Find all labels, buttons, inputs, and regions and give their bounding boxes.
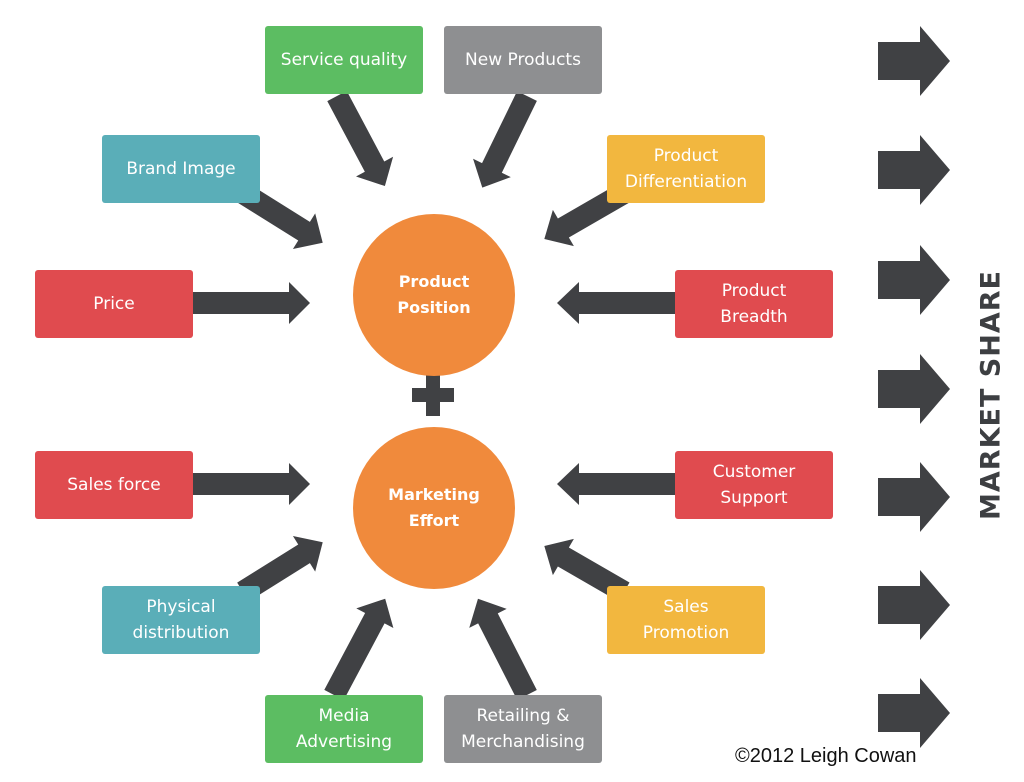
arrow-product-breadth [557,282,675,324]
brand-image-box: Brand Image [102,135,260,203]
marketing-effort-circle: Marketing Effort [353,427,515,589]
product-position-circle: Product Position [353,214,515,376]
arrow-sales-force [192,463,310,505]
media-advertising-box: Media Advertising [265,695,423,763]
arrow-retailing-merchandising [469,598,537,700]
arrow-sales-promotion [544,538,630,602]
customer-support-box: Customer Support [675,451,833,519]
physical-distribution-box: Physical distribution [102,586,260,654]
plus-icon [412,374,454,416]
new-products-box: New Products [444,26,602,94]
market-share-arrow [878,462,950,532]
market-share-arrow [878,26,950,96]
service-quality-box: Service quality [265,26,423,94]
price-box: Price [35,270,193,338]
arrow-service-quality [327,90,394,187]
market-share-arrow [878,678,950,748]
product-breadth-box: Product Breadth [675,270,833,338]
market-share-arrow [878,570,950,640]
sales-promotion-box: Sales Promotion [607,586,765,654]
arrow-physical-distribution [237,536,323,602]
arrow-media-advertising [324,598,394,701]
market-share-arrow [878,135,950,205]
market-share-arrow [878,245,950,315]
retailing-merchandising-box: Retailing & Merchandising [444,695,602,763]
arrow-customer-support [557,463,675,505]
arrow-price [192,282,310,324]
arrow-new-products [473,91,537,188]
sales-force-box: Sales force [35,451,193,519]
copyright-text: ©2012 Leigh Cowan [735,745,917,767]
market-share-label: MARKET SHARE [975,270,1007,520]
product-differentiation-box: Product Differentiation [607,135,765,203]
market-share-arrow [878,354,950,424]
